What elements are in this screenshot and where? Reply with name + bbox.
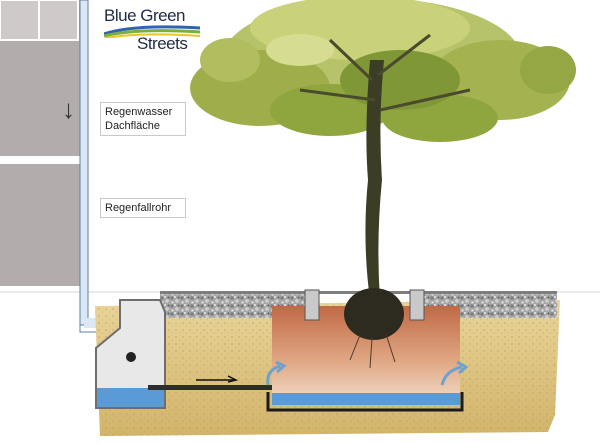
logo-line1: Blue Green [104, 6, 186, 25]
building [0, 0, 600, 293]
logo-line2: Streets [137, 34, 188, 53]
bluegreenstreets-logo: Blue Green Streets [104, 4, 204, 58]
tree [190, 0, 576, 369]
label-downpipe: Regenfallrohr [100, 198, 186, 218]
right-arrow-icon [196, 375, 239, 383]
curved-up-arrow-icon [266, 360, 469, 386]
logo-waves-icon [104, 25, 201, 38]
inspection-shaft [95, 299, 272, 409]
root-ball [344, 288, 404, 369]
down-arrow-icon: ↓ [62, 94, 75, 124]
